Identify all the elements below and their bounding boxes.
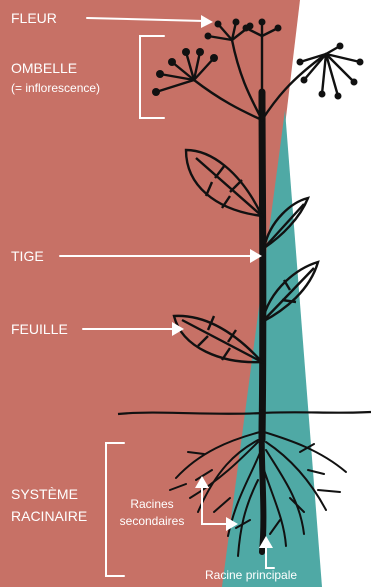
- ombelle-label: OMBELLE: [11, 60, 77, 77]
- racines-secondaires-label-line1: Racines: [110, 497, 194, 512]
- inflorescence-label: (= inflorescence): [11, 81, 100, 96]
- feuille-label: FEUILLE: [11, 321, 68, 338]
- fleur-label: FLEUR: [11, 10, 57, 27]
- racine-principale-label: Racine principale: [205, 568, 297, 583]
- racines-secondaires-label-line2: secondaires: [110, 514, 194, 529]
- taproot: [262, 412, 264, 552]
- main-stem: [262, 92, 263, 440]
- systeme-racinaire-label-line2: RACINAIRE: [11, 508, 87, 525]
- tige-label: TIGE: [11, 248, 44, 265]
- systeme-racinaire-label-line1: SYSTÈME: [11, 486, 78, 503]
